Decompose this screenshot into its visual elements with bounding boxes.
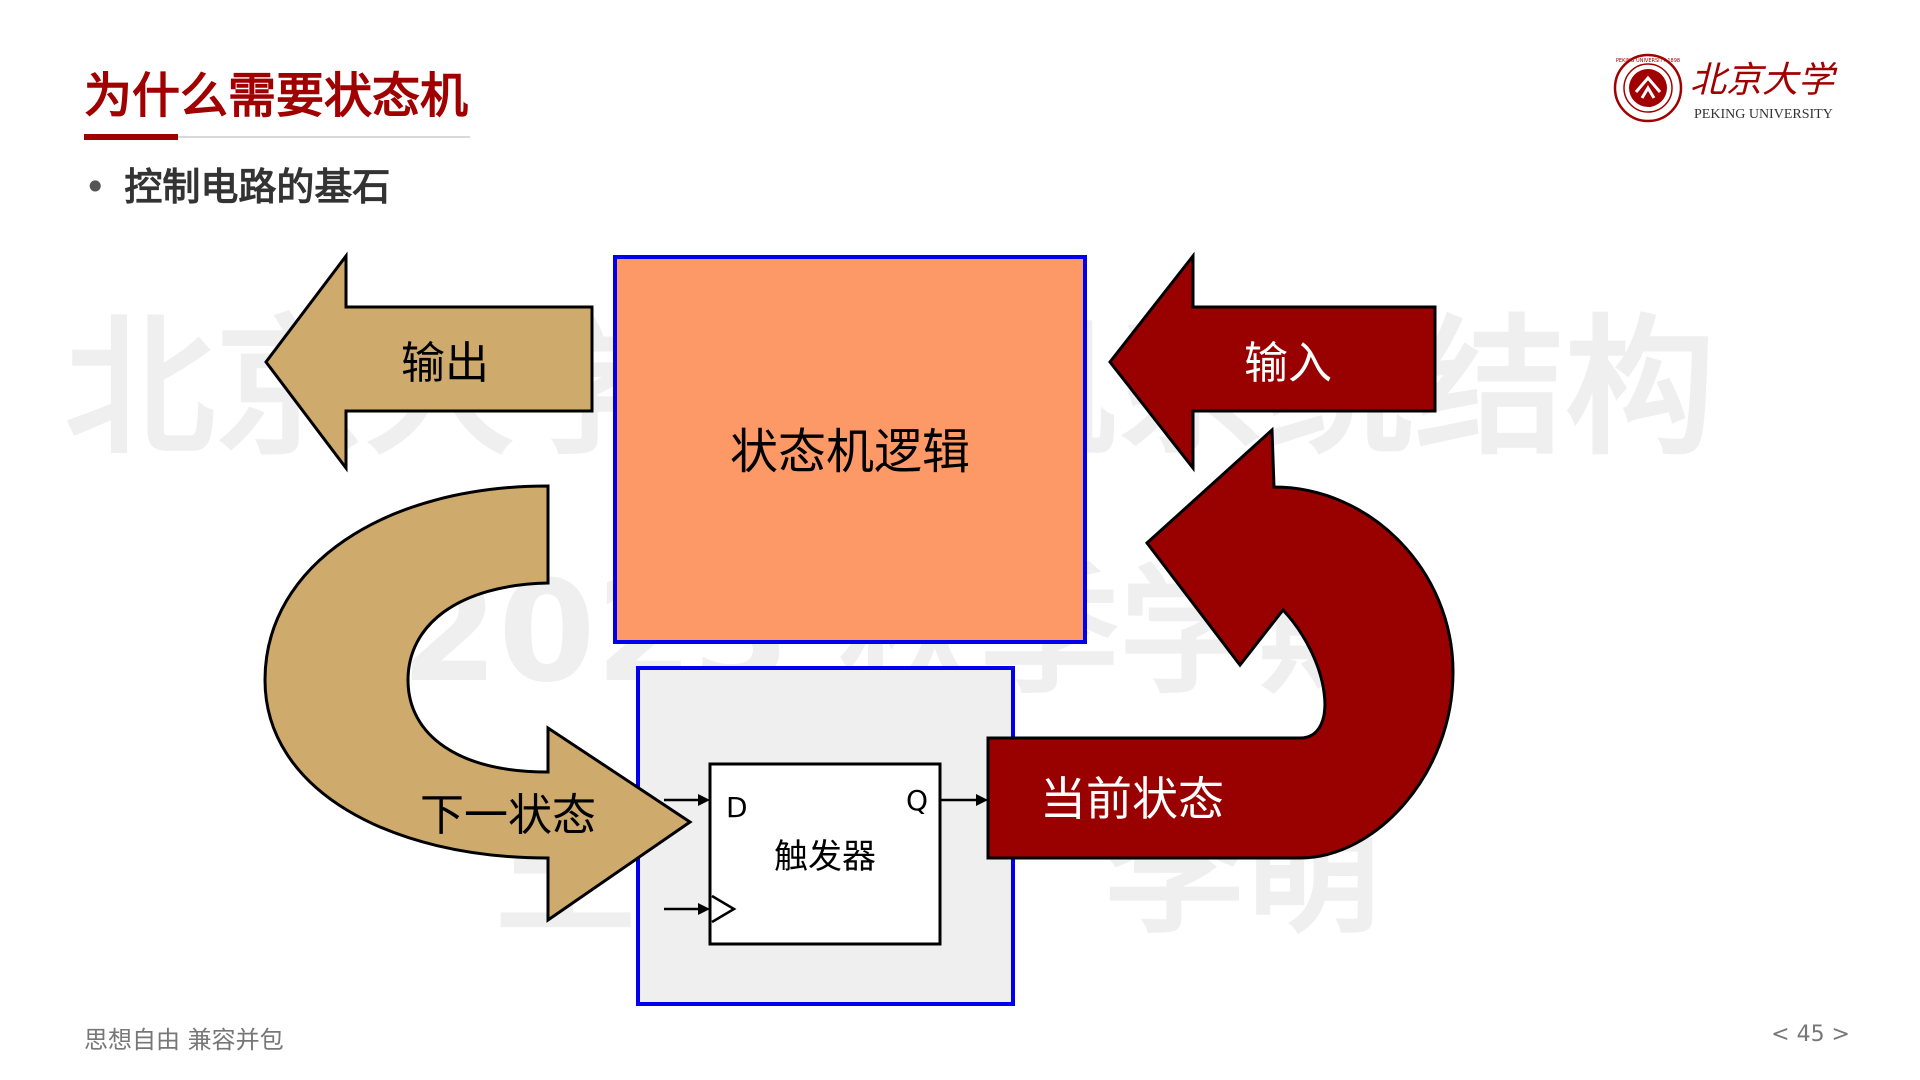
page-number: < 45 > — [1771, 1022, 1850, 1047]
title-underline — [84, 136, 470, 138]
d-input-label: D — [726, 791, 748, 824]
output-label: 输出 — [401, 338, 489, 389]
footer-motto: 思想自由 兼容并包 — [84, 1026, 284, 1054]
next-state-arrow — [263, 484, 693, 923]
university-english-name: PEKING UNIVERSITY — [1694, 107, 1833, 122]
current-state-arrow — [986, 426, 1455, 860]
output-arrow — [264, 251, 594, 473]
university-logo: PEKING UNIVERSITY 1898 北京大学 PEKING UNIVE… — [1613, 53, 1838, 123]
q-output-label: Q — [906, 784, 928, 817]
bullet-marker: • — [84, 165, 107, 209]
state-machine-logic-label: 状态机逻辑 — [730, 424, 970, 480]
clock-triangle-icon — [711, 894, 737, 924]
university-seal-icon: PEKING UNIVERSITY 1898 — [1613, 53, 1683, 123]
input-arrow — [1108, 251, 1437, 473]
slide-title: 为什么需要状态机 — [84, 68, 469, 124]
flip-flop-label: 触发器 — [774, 837, 876, 877]
current-state-label: 当前状态 — [1040, 772, 1224, 826]
state-machine-logic-box — [613, 255, 1087, 644]
seal-text: PEKING UNIVERSITY 1898 — [1616, 58, 1680, 64]
title-underline-accent — [84, 134, 178, 140]
bullet-text: 控制电路的基石 — [124, 165, 391, 209]
input-label: 输入 — [1244, 338, 1332, 389]
d-input-wire — [664, 794, 710, 806]
university-name: 北京大学 — [1690, 60, 1838, 101]
q-output-wire — [940, 794, 988, 806]
next-state-label: 下一状态 — [420, 790, 596, 841]
clock-input-wire — [664, 903, 710, 915]
flip-flop-box — [708, 762, 942, 946]
bullet-item: • 控制电路的基石 — [84, 156, 390, 211]
